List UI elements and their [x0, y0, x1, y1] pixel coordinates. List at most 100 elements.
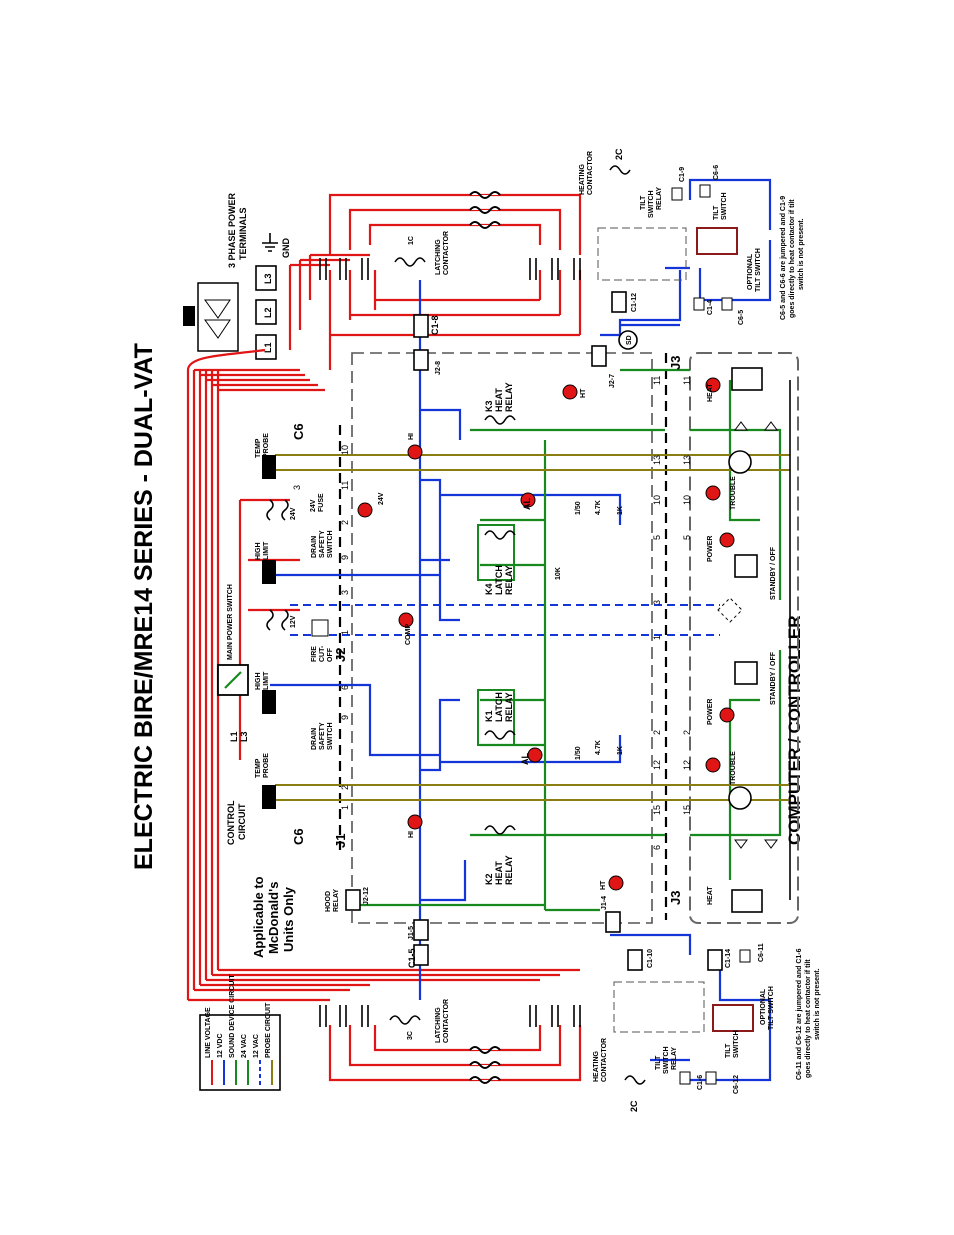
top-contactor-contacts: 1C LATCHING CONTACTOR: [319, 231, 581, 280]
svg-text:C6-6: C6-6: [713, 165, 720, 180]
svg-text:2C: 2C: [629, 1100, 639, 1112]
svg-text:1/50: 1/50: [575, 501, 582, 515]
svg-text:5: 5: [652, 535, 662, 540]
svg-text:10K: 10K: [555, 567, 562, 580]
svg-text:TILT: TILT: [725, 1043, 732, 1058]
svg-text:SAFETY: SAFETY: [319, 722, 326, 750]
svg-text:switch is not present.: switch is not present.: [798, 218, 805, 290]
c6-label-top: C6: [291, 423, 306, 440]
svg-text:AL: AL: [522, 498, 532, 510]
svg-text:goes directly to heat contacto: goes directly to heat contactor if tilt: [805, 959, 812, 1078]
svg-text:C1-4: C1-4: [707, 300, 714, 315]
svg-text:TEMP: TEMP: [255, 438, 262, 458]
svg-text:1K: 1K: [617, 506, 624, 515]
legend-label: SOUND DEVICE CIRCUIT: [229, 974, 236, 1058]
svg-text:J1-4: J1-4: [601, 896, 608, 910]
terminal-l2: L2: [263, 307, 273, 318]
svg-text:goes directly to heat contacto: goes directly to heat contactor if tilt: [789, 199, 796, 318]
svg-text:CONTACTOR: CONTACTOR: [587, 151, 594, 195]
svg-text:SAFETY: SAFETY: [319, 530, 326, 558]
svg-text:CONTACTOR: CONTACTOR: [443, 999, 450, 1043]
svg-text:C1-6: C1-6: [697, 1075, 704, 1090]
svg-text:TILT: TILT: [640, 195, 647, 210]
svg-text:DRAIN: DRAIN: [311, 728, 318, 750]
applicable-note: Applicable to McDonald's Units Only: [251, 876, 296, 958]
svg-text:FIRE: FIRE: [311, 646, 318, 662]
controller-internals: [717, 367, 791, 913]
svg-text:K1: K1: [484, 710, 494, 722]
probe-wiring: [275, 454, 790, 801]
svg-text:TILT SWITCH: TILT SWITCH: [755, 248, 762, 292]
high-limit-bottom: HIGH LIMIT: [255, 671, 276, 714]
svg-text:FUSE: FUSE: [318, 493, 325, 512]
svg-text:LATCHING: LATCHING: [435, 1007, 442, 1043]
svg-text:6: 6: [652, 845, 662, 850]
legend-label: 24 VAC: [241, 1034, 248, 1058]
svg-text:6: 6: [340, 685, 350, 690]
svg-text:LIMIT: LIMIT: [263, 541, 270, 560]
svg-text:SWITCH: SWITCH: [721, 192, 728, 220]
svg-text:10: 10: [652, 495, 662, 505]
svg-text:LATCHING: LATCHING: [435, 239, 442, 275]
svg-text:CUT-: CUT-: [319, 645, 326, 662]
svg-text:12: 12: [652, 760, 662, 770]
svg-text:RELAY: RELAY: [504, 855, 514, 885]
indicator-lamps: HI HI HT HT AL AL COMP 24V HEAT HEAT TRO…: [357, 377, 777, 905]
relay-k1: K1 LATCH RELAY: [477, 689, 516, 746]
svg-text:SWITCH: SWITCH: [327, 722, 334, 750]
relay-k4: K4 LATCH RELAY: [477, 524, 516, 595]
svg-text:12: 12: [682, 760, 692, 770]
svg-text:LATCH: LATCH: [494, 692, 504, 722]
svg-text:RELAY: RELAY: [504, 382, 514, 412]
svg-text:LIMIT: LIMIT: [263, 671, 270, 690]
svg-text:12V: 12V: [290, 615, 297, 628]
legend-label: LINE VOLTAGE: [205, 1007, 212, 1058]
main-power-switch[interactable]: MAIN POWER SWITCH L1 L3: [217, 584, 249, 742]
svg-text:11: 11: [682, 376, 692, 385]
legend-label: PROBE CIRCUIT: [265, 1002, 272, 1058]
svg-text:HT: HT: [580, 388, 587, 398]
relay-k2: K2 HEAT RELAY: [484, 825, 516, 885]
svg-text:10: 10: [340, 445, 350, 455]
control-circuit-label: CONTROL CIRCUIT: [226, 800, 247, 845]
svg-text:HT: HT: [600, 880, 607, 890]
legend-label: 12 VDC: [217, 1033, 224, 1058]
svg-text:J2-12: J2-12: [363, 887, 370, 905]
fuse-label: 24V FUSE: [310, 493, 325, 512]
svg-text:POWER: POWER: [707, 536, 714, 562]
svg-text:2C: 2C: [614, 148, 624, 160]
svg-text:11: 11: [652, 376, 662, 385]
svg-text:C1-8: C1-8: [430, 315, 440, 335]
svg-text:15: 15: [682, 805, 692, 815]
control-board-box: [351, 352, 653, 924]
svg-text:CONTACTOR: CONTACTOR: [601, 1038, 608, 1082]
svg-text:HI: HI: [408, 831, 415, 838]
svg-text:24V: 24V: [378, 492, 385, 505]
terminal-l1: L1: [263, 342, 273, 353]
svg-text:HEAT: HEAT: [494, 861, 504, 885]
svg-text:2: 2: [652, 730, 662, 735]
svg-text:TERMINALS: TERMINALS: [238, 208, 248, 261]
bottom-jumper-note: C6-11 and C6-12 are jumpered and C1-6 go…: [796, 948, 821, 1080]
svg-text:1: 1: [340, 805, 350, 810]
svg-text:POWER: POWER: [707, 699, 714, 725]
svg-text:4.7K: 4.7K: [595, 500, 602, 515]
svg-text:C1-10: C1-10: [647, 949, 654, 968]
svg-text:L3: L3: [239, 731, 249, 742]
drain-safety-top: DRAIN SAFETY SWITCH: [311, 530, 334, 558]
svg-text:L1: L1: [229, 731, 239, 742]
svg-text:SWITCH: SWITCH: [663, 1046, 670, 1074]
svg-text:HEAT: HEAT: [707, 383, 714, 402]
svg-text:TEMP: TEMP: [255, 758, 262, 778]
svg-text:OFF: OFF: [327, 647, 334, 662]
svg-text:J2-8: J2-8: [435, 361, 442, 375]
svg-text:Units Only: Units Only: [281, 886, 296, 952]
svg-text:HEATING: HEATING: [579, 163, 586, 195]
svg-text:C6-5: C6-5: [738, 310, 745, 325]
svg-text:TILT SWITCH: TILT SWITCH: [768, 986, 775, 1030]
svg-text:Applicable to: Applicable to: [251, 876, 266, 958]
svg-text:LATCH: LATCH: [494, 565, 504, 595]
diagram-title: ELECTRIC BIRE/MRE14 SERIES - DUAL-VAT: [130, 343, 158, 870]
top-jumper-note: C6-5 and C6-6 are jumpered and C1-9 goes…: [780, 196, 805, 320]
